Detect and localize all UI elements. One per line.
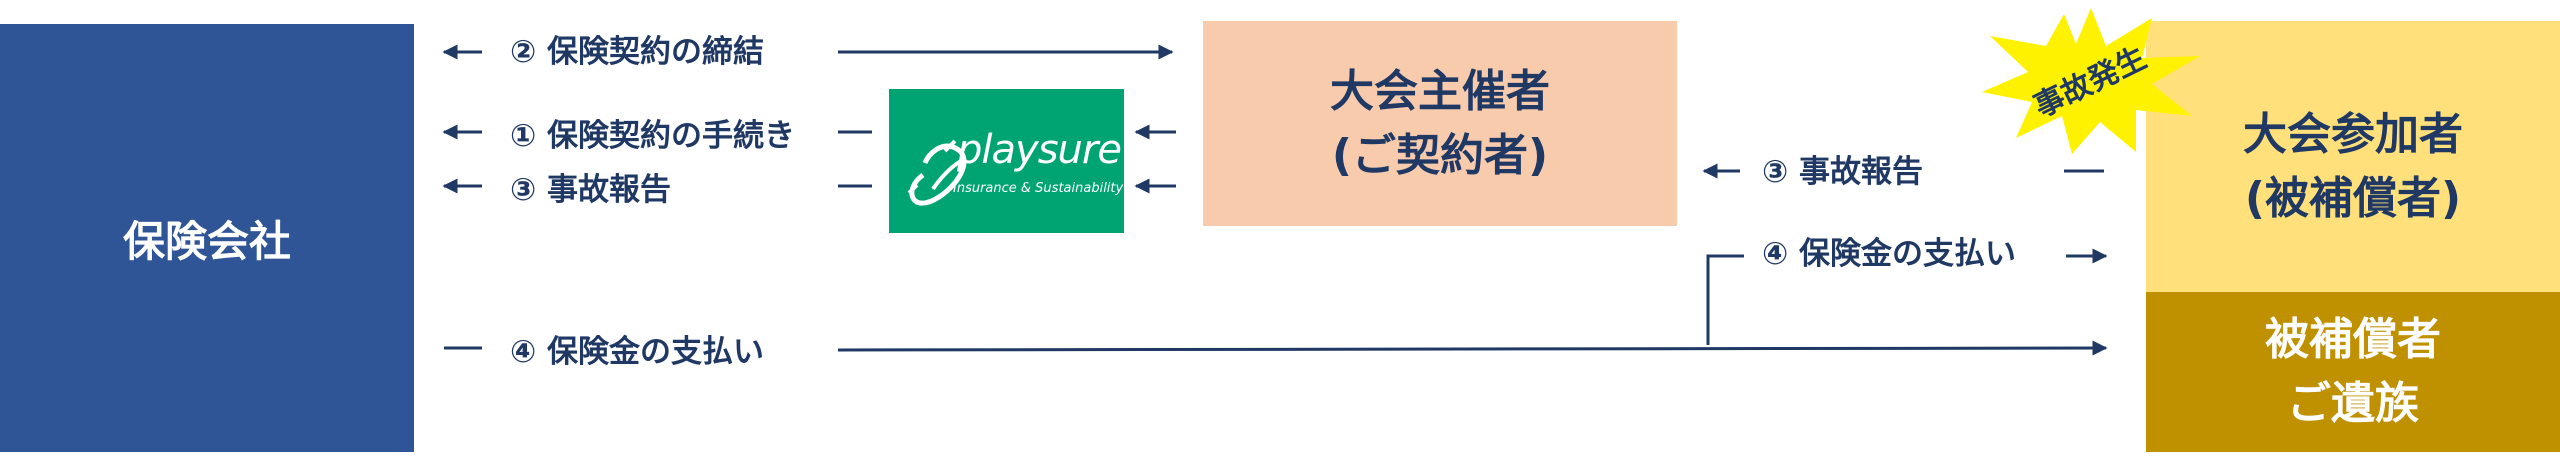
label-contract-procedure: ① 保険契約の手続き — [510, 118, 796, 154]
participant-subtitle: (被補償者) — [2244, 172, 2462, 224]
label-contract-conclusion: ② 保険契約の締結 — [510, 34, 765, 70]
organizer-title: 大会主催者 — [1330, 65, 1550, 117]
insurer-label: 保険会社 — [122, 216, 291, 266]
logo-tagline: Insurance & Sustainability — [953, 181, 1124, 196]
organizer-box: 大会主催者 (ご契約者) — [1203, 21, 1677, 226]
accident-starburst: 事故発生 — [1982, 8, 2200, 154]
logo-wordmark: playsure — [957, 127, 1122, 173]
playsure-mark-icon — [907, 139, 967, 206]
label-accident-report-right: ③ 事故報告 — [1762, 154, 1924, 190]
family-box: 被補償者 ご遺族 — [2146, 292, 2560, 452]
label-accident-report-left: ③ 事故報告 — [510, 172, 672, 208]
organizer-subtitle: (ご契約者) — [1331, 129, 1549, 181]
payment-branch — [1706, 254, 1744, 345]
label-payment-bottom: ④ 保険金の支払い — [510, 334, 765, 370]
insurer-box: 保険会社 — [0, 24, 414, 452]
arrow-payment-to-family — [837, 340, 2108, 356]
participant-title: 大会参加者 — [2243, 108, 2463, 160]
label-payment-right: ④ 保険金の支払い — [1762, 236, 2017, 272]
participant-box: 大会参加者 (被補償者) — [2146, 21, 2560, 292]
family-title: 被補償者 — [2265, 314, 2441, 365]
playsure-logo: playsure Insurance & Sustainability — [889, 89, 1124, 233]
family-subtitle: ご遺族 — [2287, 378, 2419, 429]
